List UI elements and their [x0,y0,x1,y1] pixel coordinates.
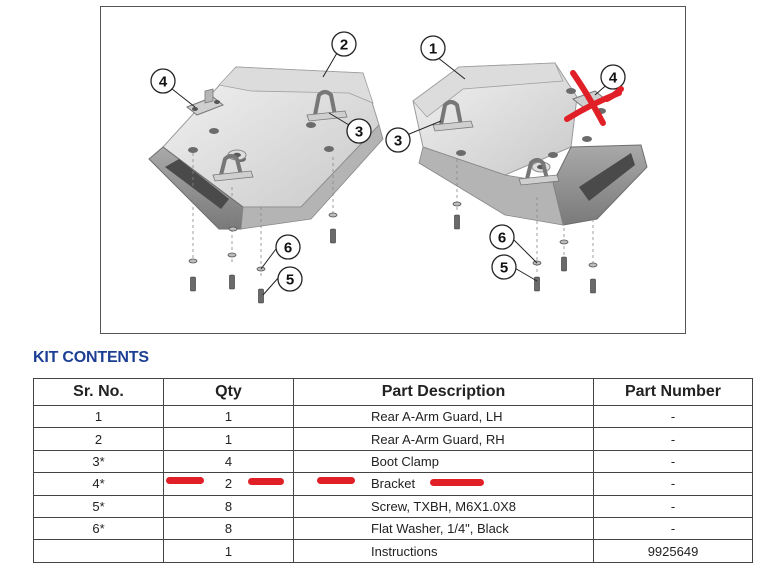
callout-label: 3 [394,133,402,150]
exploded-view-illustration: 4 2 3 6 5 1 3 [100,6,686,334]
sr-no-cell: 2 [33,427,164,451]
qty-cell: 1 [163,539,294,563]
table-row: 1 Instructions 9925649 [33,539,753,563]
description-cell: Rear A-Arm Guard, LH [293,404,594,429]
left-guard-plate [148,66,384,230]
callout-3-left: 3 [346,118,372,144]
sr-no-cell: 5* [33,494,164,518]
qty-cell: 1 [163,404,294,429]
red-x-markup [564,70,624,126]
red-marker-strike [248,478,284,485]
callout-5-right: 5 [491,254,517,280]
callout-4-left: 4 [150,68,176,94]
description-cell: Instructions [293,539,594,563]
callout-label: 4 [609,70,618,87]
qty-cell: 8 [163,516,294,541]
callout-label: 6 [284,240,292,257]
table-row: 2 1 Rear A-Arm Guard, RH - [33,427,753,451]
qty-cell: 1 [163,427,294,451]
callout-label: 5 [500,260,508,277]
kit-contents-heading: KIT CONTENTS [33,349,149,366]
sr-no-cell: 3* [33,449,164,474]
callout-label: 3 [355,124,363,141]
callout-2: 2 [331,31,357,57]
skid-plate-diagram: 4 2 3 6 5 1 3 [148,31,648,304]
sr-no-cell: 4* [33,472,164,496]
sr-no-cell: 1 [33,404,164,429]
description-cell: Flat Washer, 1/4", Black [293,516,594,541]
qty-cell: 4 [163,449,294,474]
table-row: 4* 2 Bracket - [33,472,753,496]
part-number-cell: - [593,427,753,451]
description-cell: Rear A-Arm Guard, RH [293,427,594,451]
table-row: 6* 8 Flat Washer, 1/4", Black - [33,516,753,541]
right-guard-plate [412,62,648,226]
callout-6-right: 6 [489,224,515,250]
callout-label: 4 [159,74,168,91]
table-header-row: Sr. No. Qty Part Description Part Number [33,378,753,406]
part-number-cell: 9925649 [593,539,753,563]
column-header-part-description: Part Description [293,378,594,406]
part-number-cell: - [593,404,753,429]
red-marker-strike [430,479,484,486]
table-row: 1 1 Rear A-Arm Guard, LH - [33,404,753,429]
callout-label: 2 [340,37,348,54]
kit-contents-table: Sr. No. Qty Part Description Part Number… [33,378,753,563]
red-marker-strike [166,477,204,484]
description-cell: Boot Clamp [293,449,594,474]
qty-cell: 8 [163,494,294,518]
column-header-qty: Qty [163,378,294,406]
callout-4-right: 4 [600,64,626,90]
table-row: 3* 4 Boot Clamp - [33,449,753,474]
callout-label: 5 [286,272,294,289]
sr-no-cell: 6* [33,516,164,541]
callout-1: 1 [420,35,446,61]
sr-no-cell [33,539,164,563]
callout-3-right: 3 [385,127,411,153]
part-number-cell: - [593,516,753,541]
left-fasteners [192,153,334,277]
column-header-part-number: Part Number [593,378,753,406]
callout-5-left: 5 [277,266,303,292]
part-number-cell: - [593,449,753,474]
part-number-cell: - [593,472,753,496]
description-cell: Screw, TXBH, M6X1.0X8 [293,494,594,518]
table-row: 5* 8 Screw, TXBH, M6X1.0X8 - [33,494,753,518]
red-marker-strike [317,477,355,484]
callout-label: 1 [429,41,437,58]
callout-6-left: 6 [275,234,301,260]
column-header-sr-no: Sr. No. [33,378,164,406]
part-number-cell: - [593,494,753,518]
callout-label: 6 [498,230,506,247]
